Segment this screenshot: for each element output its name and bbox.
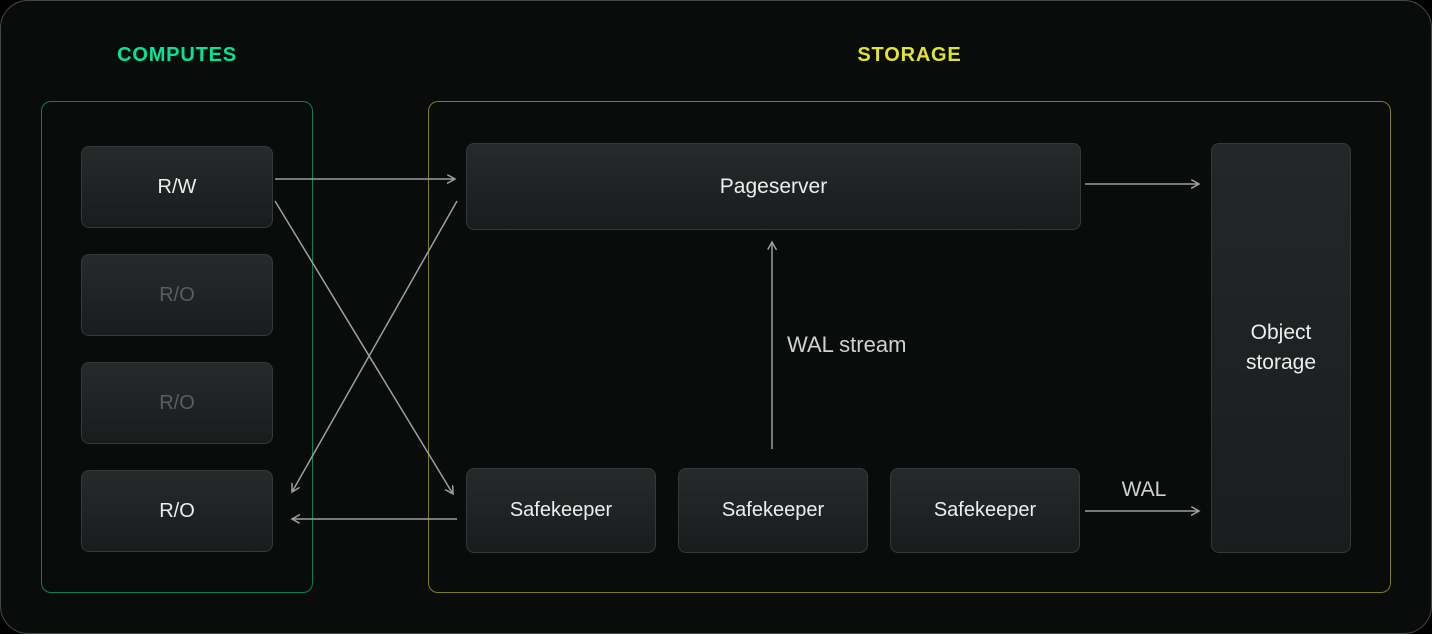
wal-stream-label: WAL stream — [787, 332, 907, 357]
compute-node-label: R/O — [159, 391, 195, 414]
pageserver-label: Pageserver — [719, 174, 828, 198]
safekeeper-label: Safekeeper — [509, 499, 613, 521]
compute-node-ro-2: R/O — [81, 362, 273, 444]
compute-node-ro-1: R/O — [81, 254, 273, 336]
safekeeper-node-2: Safekeeper — [678, 468, 868, 553]
compute-node-rw: R/W — [81, 146, 273, 228]
storage-title: STORAGE — [857, 44, 962, 66]
object-storage-label: Object storage — [1245, 320, 1317, 374]
safekeeper-label: Safekeeper — [721, 499, 825, 521]
wal-label: WAL — [1121, 478, 1167, 501]
safekeeper-node-1: Safekeeper — [466, 468, 656, 553]
safekeeper-label: Safekeeper — [933, 499, 1037, 521]
computes-title: COMPUTES — [117, 44, 237, 66]
compute-node-label: R/O — [159, 283, 195, 306]
pageserver-node: Pageserver — [466, 143, 1081, 230]
safekeeper-node-3: Safekeeper — [890, 468, 1080, 553]
compute-node-label: R/W — [157, 175, 197, 198]
compute-node-ro-3: R/O — [81, 470, 273, 552]
compute-node-label: R/O — [159, 499, 195, 522]
object-storage-node: Object storage — [1211, 143, 1351, 553]
